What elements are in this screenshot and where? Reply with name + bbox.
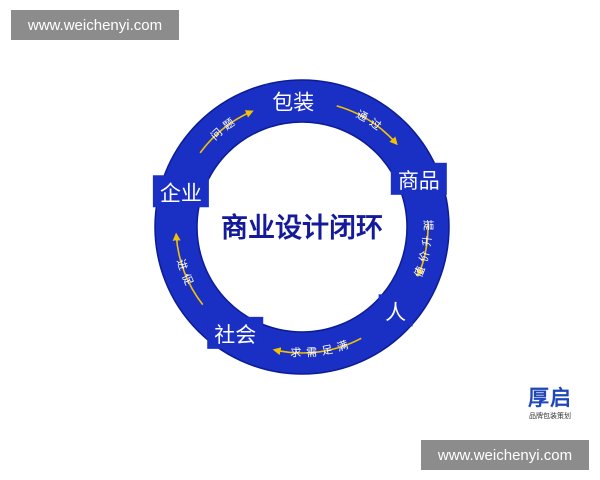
edge-label-char: 进 <box>174 258 190 272</box>
brand-name: 厚启 <box>528 386 572 410</box>
edge-label-char: 价 <box>417 250 432 264</box>
loop-ring-outer-edge <box>154 79 450 375</box>
node-label: 商品 <box>398 169 440 193</box>
edge-label-char: 需 <box>306 346 318 360</box>
node-label: 企业 <box>160 181 202 205</box>
node-bg <box>390 162 447 195</box>
edge-label-char: 促 <box>179 271 196 287</box>
edge-label-char: 足 <box>321 343 334 358</box>
node-bg <box>265 84 322 117</box>
node-label: 人 <box>385 300 406 324</box>
edge-label-char: 通 <box>354 108 370 125</box>
flow-arrow <box>199 110 254 154</box>
edge-label-char: 满 <box>335 338 350 354</box>
edge-label-char: 提 <box>421 220 434 231</box>
edge-label-char: 求 <box>290 346 302 360</box>
flow-arrow <box>416 222 429 278</box>
edge-label: 促进 <box>174 258 197 288</box>
edge-label-char: 升 <box>420 235 434 247</box>
node-label: 社会 <box>214 323 256 347</box>
watermark-bottom: www.weichenyi.com <box>421 440 589 470</box>
flow-arrow <box>336 105 398 146</box>
edge-label-char: 值 <box>412 264 428 279</box>
watermark-top: www.weichenyi.com <box>11 10 179 40</box>
flow-arrow <box>172 232 204 306</box>
node-label: 包装 <box>272 90 314 114</box>
node-bg <box>207 316 264 349</box>
loop-ring-inner-edge <box>196 121 408 333</box>
node-bg <box>378 294 413 327</box>
node-bg <box>152 175 209 208</box>
brand-logo: 厚启 品牌包装策划 <box>515 386 585 421</box>
brand-tagline: 品牌包装策划 <box>529 412 571 420</box>
center-title: 商业设计闭环 <box>221 213 383 244</box>
flow-arrow <box>272 337 362 356</box>
